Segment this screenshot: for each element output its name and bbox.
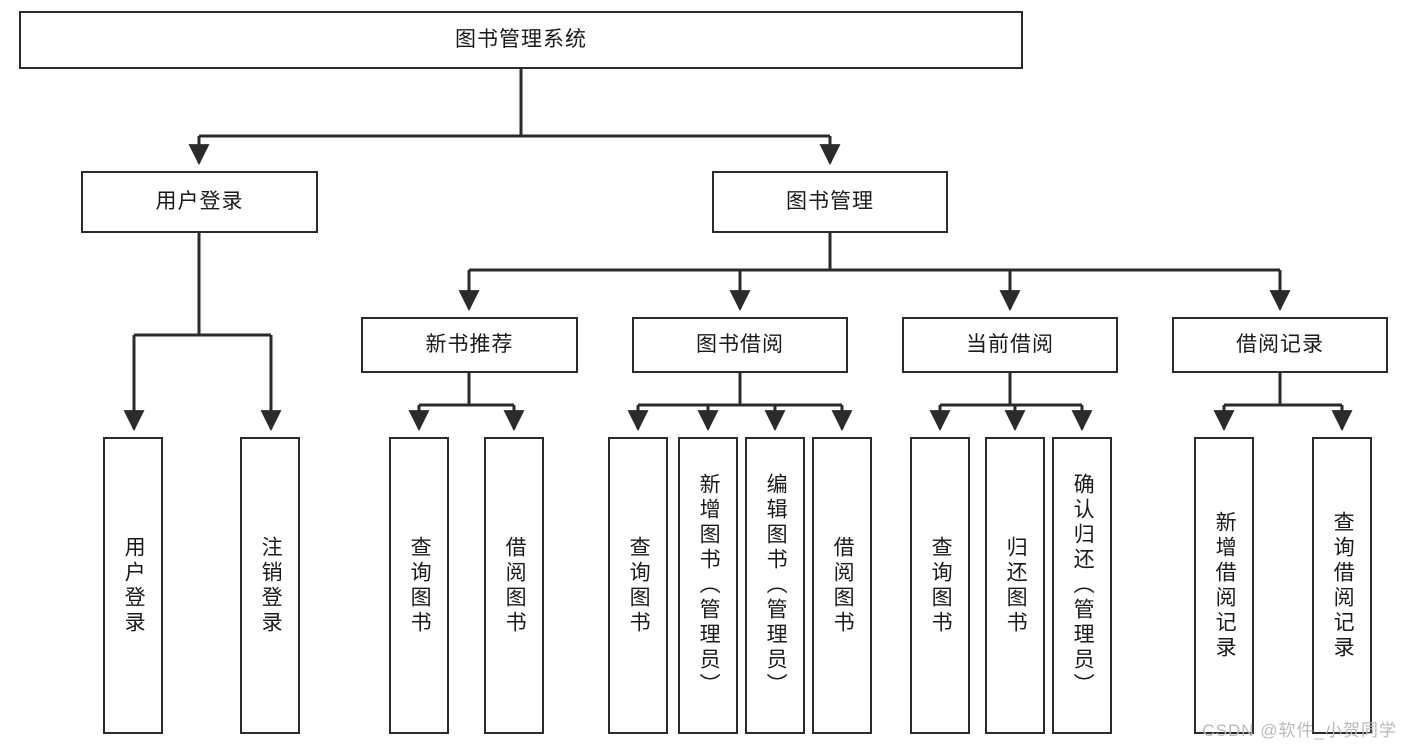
edge-group-user-login <box>123 233 282 432</box>
leaf-label: 确认归还（管理员） <box>1071 473 1095 698</box>
leaf-logout-login[interactable]: 注销登录 <box>240 437 300 734</box>
node-label: 用户登录 <box>155 190 244 214</box>
leaf-query-book-borrow[interactable]: 查询图书 <box>608 437 668 734</box>
leaf-label: 新增图书（管理员） <box>697 473 721 698</box>
edge-group-root <box>188 69 841 166</box>
leaf-query-book-recommend[interactable]: 查询图书 <box>389 437 449 734</box>
leaf-label: 用户登录 <box>122 535 146 636</box>
edge-group-book-management <box>458 233 1291 312</box>
node-user-login[interactable]: 用户登录 <box>81 171 318 233</box>
leaf-borrow-book[interactable]: 借阅图书 <box>812 437 872 734</box>
node-borrow-records[interactable]: 借阅记录 <box>1172 317 1388 373</box>
leaf-label: 借阅图书 <box>831 535 855 636</box>
leaf-return-book[interactable]: 归还图书 <box>985 437 1045 734</box>
leaf-add-borrow-record[interactable]: 新增借阅记录 <box>1194 437 1254 734</box>
leaf-user-login[interactable]: 用户登录 <box>103 437 163 734</box>
leaf-query-book-current[interactable]: 查询图书 <box>910 437 970 734</box>
node-label: 图书管理 <box>786 190 874 214</box>
leaf-label: 查询借阅记录 <box>1331 510 1355 661</box>
leaf-label: 借阅图书 <box>503 535 527 636</box>
node-root[interactable]: 图书管理系统 <box>19 11 1023 69</box>
node-label: 当前借阅 <box>966 333 1054 357</box>
node-label: 新书推荐 <box>425 333 514 357</box>
node-book-borrow[interactable]: 图书借阅 <box>632 317 848 373</box>
leaf-label: 编辑图书（管理员） <box>764 473 788 698</box>
node-label: 借阅记录 <box>1236 333 1324 357</box>
edge-group-current-borrow <box>929 373 1093 432</box>
node-book-management[interactable]: 图书管理 <box>712 171 948 233</box>
edge-group-new-book-recommend <box>408 373 525 432</box>
leaf-borrow-book-recommend[interactable]: 借阅图书 <box>484 437 544 734</box>
watermark: CSDN @软件_小贺同学 <box>1202 721 1397 740</box>
node-new-book-recommend[interactable]: 新书推荐 <box>361 317 578 373</box>
leaf-confirm-return-admin[interactable]: 确认归还（管理员） <box>1052 437 1112 734</box>
leaf-label: 查询图书 <box>929 535 953 636</box>
leaf-label: 查询图书 <box>627 535 651 636</box>
leaf-label: 查询图书 <box>408 535 432 636</box>
leaf-label: 归还图书 <box>1004 535 1028 636</box>
leaf-edit-book-admin[interactable]: 编辑图书（管理员） <box>745 437 805 734</box>
node-current-borrow[interactable]: 当前借阅 <box>902 317 1118 373</box>
leaf-query-borrow-record[interactable]: 查询借阅记录 <box>1312 437 1372 734</box>
edge-group-book-borrow <box>627 373 853 432</box>
node-label: 图书借阅 <box>696 333 784 357</box>
leaf-label: 新增借阅记录 <box>1213 510 1237 661</box>
leaf-label: 注销登录 <box>259 535 283 636</box>
node-root-label: 图书管理系统 <box>455 28 587 52</box>
edge-group-borrow-records <box>1213 373 1353 432</box>
leaf-add-book-admin[interactable]: 新增图书（管理员） <box>678 437 738 734</box>
